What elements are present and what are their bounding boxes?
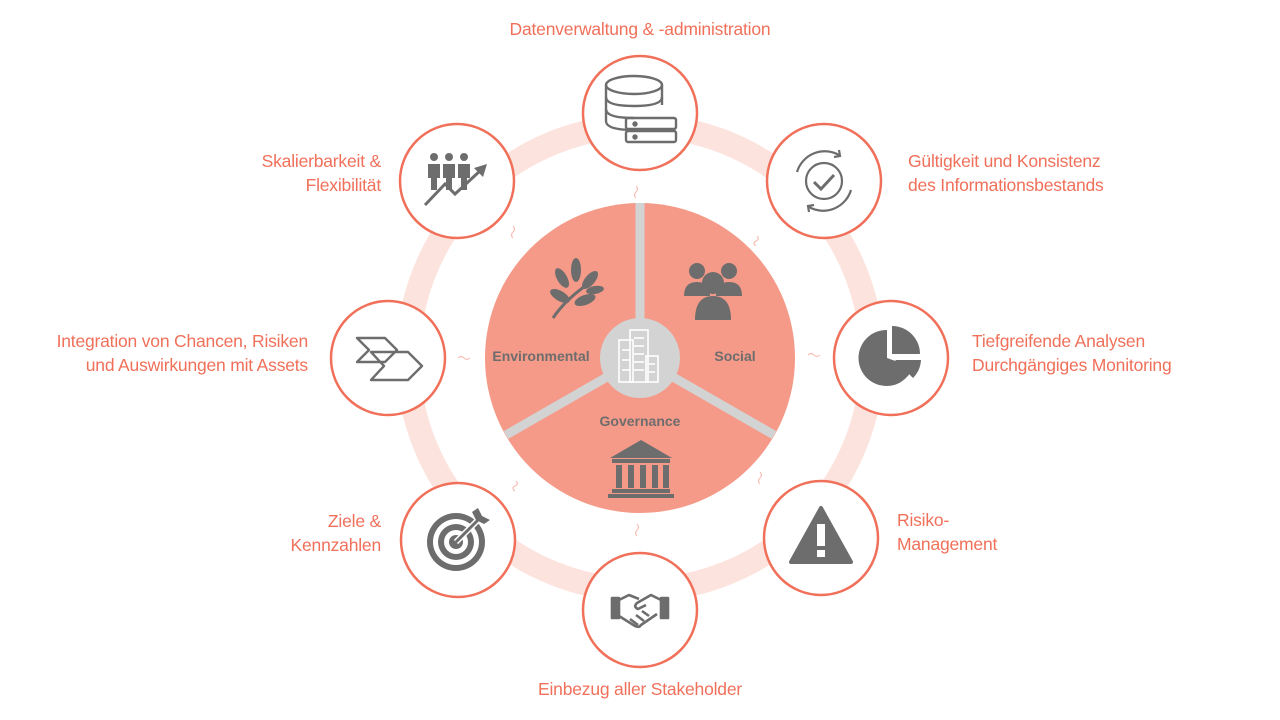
- label-line: Durchgängiges Monitoring: [972, 355, 1172, 375]
- label-analysis-monitoring: Tiefgreifende Analysen Durchgängiges Mon…: [972, 329, 1272, 377]
- database-icon: [604, 74, 678, 144]
- node-data-management: [581, 54, 699, 172]
- label-line: Risiko-: [897, 510, 950, 530]
- node-risk-management: [762, 479, 880, 597]
- label-line: Ziele &: [327, 511, 381, 531]
- label-line: Management: [897, 534, 998, 554]
- target-icon: [427, 508, 490, 571]
- warning-icon: [789, 506, 853, 564]
- node-stakeholder: [581, 551, 699, 669]
- label-line: Einbezug aller Stakeholder: [538, 679, 742, 699]
- label-validity-consistency: Gültigkeit und Konsistenz des Informatio…: [908, 149, 1208, 197]
- segment-label-governance: Governance: [600, 413, 681, 429]
- label-goals-kpis: Ziele & Kennzahlen: [181, 509, 382, 557]
- connector-marks: [457, 185, 821, 537]
- label-line: Kennzahlen: [290, 535, 382, 555]
- building-icon: [618, 329, 659, 383]
- segment-label-environmental: Environmental: [492, 348, 589, 364]
- label-line: Datenverwaltung & -administration: [509, 19, 771, 39]
- label-line: Flexibilität: [305, 175, 382, 195]
- refresh-check-icon: [795, 149, 853, 213]
- label-line: Skalierbarkeit &: [261, 151, 382, 171]
- node-analysis-monitoring: [832, 299, 950, 417]
- segment-label-social: Social: [714, 348, 755, 364]
- label-line: Tiefgreifende Analysen: [972, 331, 1145, 351]
- node-integration: [329, 299, 447, 417]
- node-goals-kpis: [399, 481, 517, 599]
- institution-icon: [608, 440, 674, 498]
- label-data-management: Datenverwaltung & -administration: [440, 17, 840, 41]
- node-validity-consistency: [765, 122, 883, 240]
- label-stakeholder: Einbezug aller Stakeholder: [440, 677, 840, 701]
- process-arrows-icon: [355, 336, 424, 382]
- plant-icon: [550, 258, 604, 319]
- label-risk-management: Risiko- Management: [897, 508, 1097, 556]
- label-line: Gültigkeit und Konsistenz: [908, 151, 1101, 171]
- handshake-icon: [610, 593, 670, 629]
- label-line: des Informationsbestands: [908, 175, 1104, 195]
- label-scalability: Skalierbarkeit & Flexibilität: [181, 149, 382, 197]
- node-scalability: [398, 122, 516, 240]
- label-line: Integration von Chancen, Risiken: [56, 331, 309, 351]
- label-integration: Integration von Chancen, Risiken und Aus…: [8, 329, 309, 377]
- center-hub: [600, 318, 680, 398]
- team-growth-icon: [423, 153, 487, 207]
- label-line: und Auswirkungen mit Assets: [85, 355, 308, 375]
- people-group-icon: [684, 263, 742, 320]
- pie-chart-icon: [858, 326, 921, 386]
